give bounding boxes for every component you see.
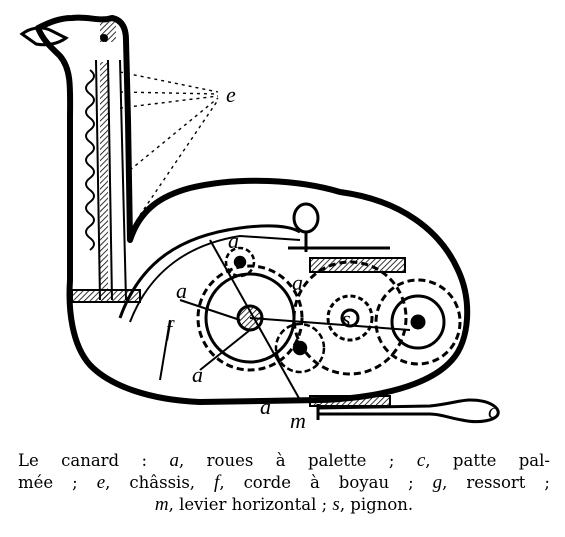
label-c: c	[488, 398, 498, 423]
inner-frame-curve	[118, 224, 301, 319]
duck-body-outline	[35, 14, 471, 405]
label-s: s	[342, 306, 351, 331]
duck-beak	[19, 26, 69, 47]
label-a-top: a	[228, 228, 239, 253]
figure-caption: Le canard : a, roues à palette ; c, patt…	[18, 450, 550, 516]
label-m: m	[290, 408, 306, 433]
gear-mid-lower	[274, 322, 326, 374]
gear-small-top	[224, 246, 256, 278]
spring-knob	[292, 202, 320, 234]
rods	[159, 239, 411, 401]
label-f: f	[166, 316, 175, 341]
rack-top	[309, 257, 406, 273]
inner-frame-curve-2	[129, 234, 301, 323]
label-a-left-lower: a	[192, 362, 203, 387]
neck-spring	[85, 69, 95, 251]
label-e: e	[226, 82, 236, 107]
label-a-left-upper: a	[176, 278, 187, 303]
caption-line-3: m, levier horizontal ; s, pignon.	[154, 494, 414, 515]
caption-line-1: Le canard : a, roues à palette ; c, patt…	[18, 450, 550, 471]
neck-base-plate	[71, 289, 141, 303]
gear-far-right	[374, 278, 462, 366]
label-a-mid: a	[292, 270, 303, 295]
neck-hatch	[100, 22, 116, 42]
horizontal-lever	[309, 395, 391, 407]
caption-line-2: mée ; e, châssis, f, corde à boyau ; g, …	[18, 472, 550, 493]
chassis-pointer-lines	[119, 71, 219, 216]
neck-channel	[95, 59, 127, 301]
label-a-bottom: a	[260, 394, 271, 419]
duck-automaton-diagram: a a a a a s e f m c	[19, 14, 500, 433]
webbed-foot	[316, 398, 500, 424]
neck-hatch-strip	[100, 62, 108, 300]
